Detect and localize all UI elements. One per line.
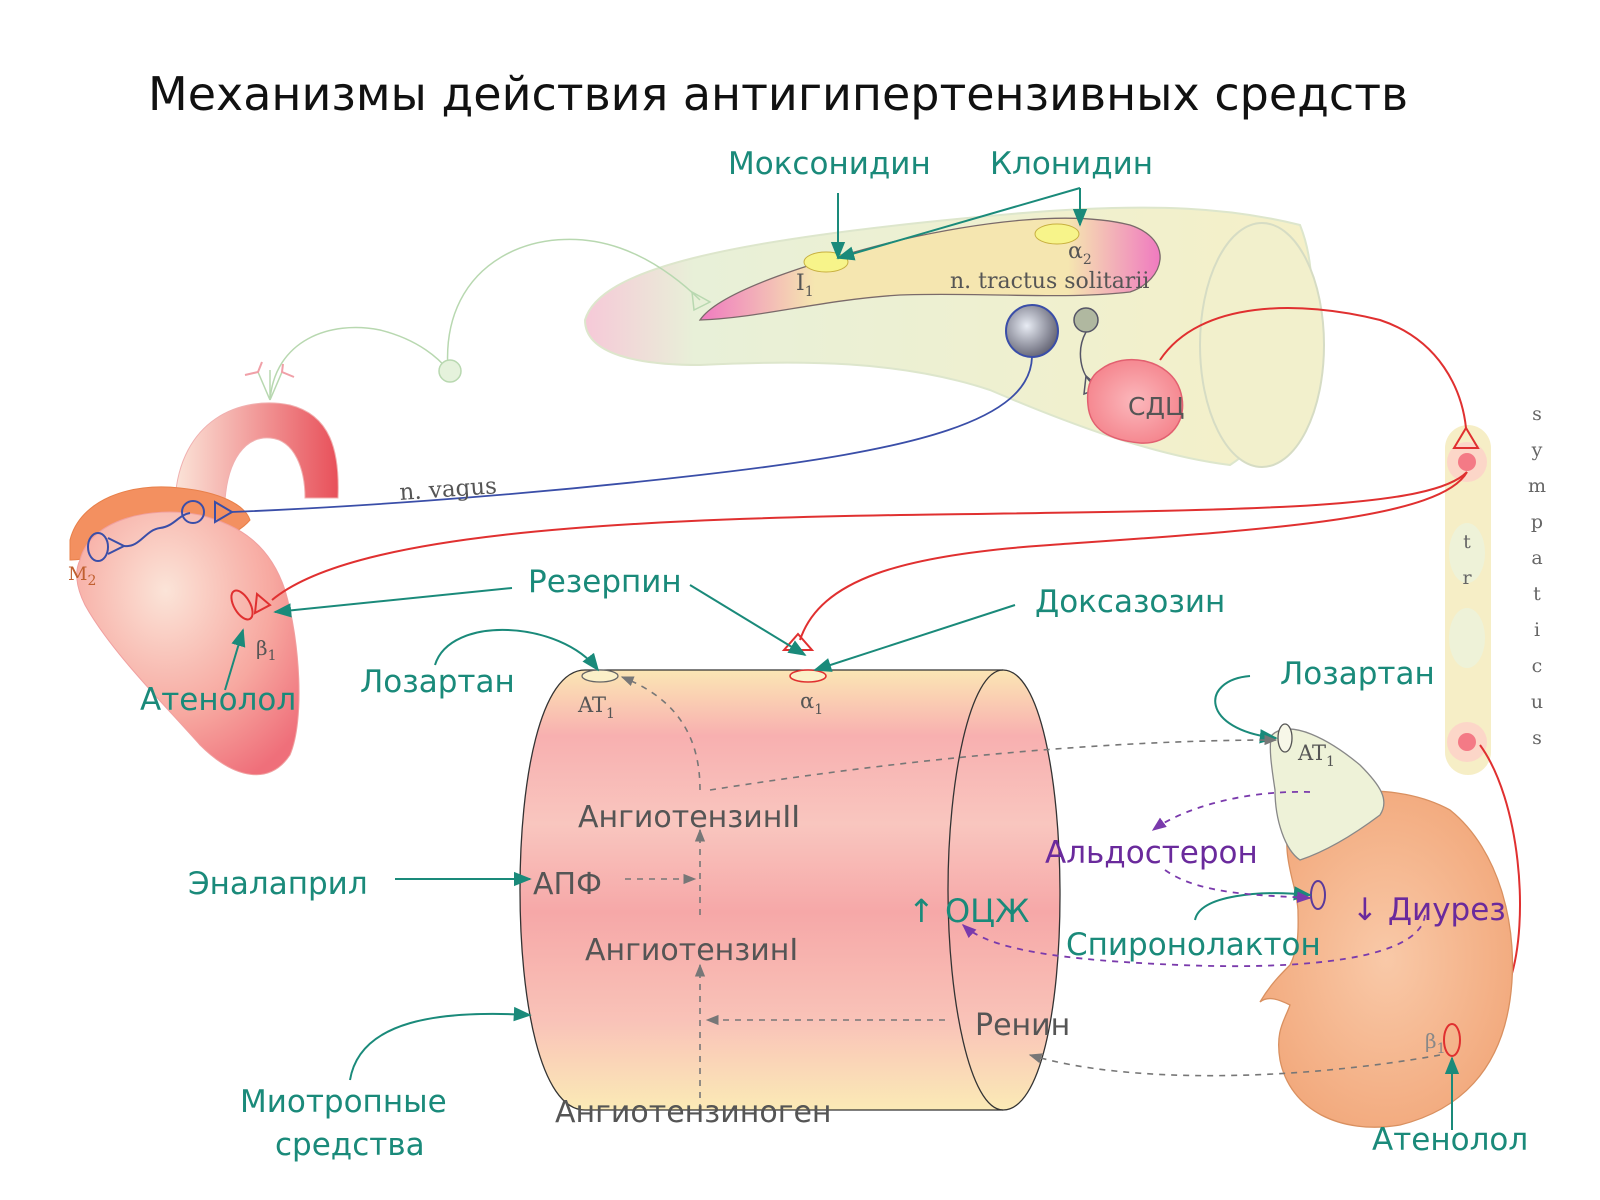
at1-adrenal-receptor <box>1277 723 1293 753</box>
ace-label: АПФ <box>533 867 602 902</box>
renin-label: Ренин <box>975 1008 1070 1043</box>
moxonidine-label: Моксонидин <box>728 146 931 182</box>
m2-receptor <box>87 532 109 562</box>
sympathicus-letter: a <box>1531 547 1542 569</box>
ocj-label: ↑ ОЦЖ <box>908 892 1029 930</box>
enalapril-label: Эналаприл <box>188 866 368 902</box>
sympathicus-letter: i <box>1534 619 1540 641</box>
sympathicus-letter: m <box>1528 475 1546 497</box>
alpha2-receptor <box>1034 223 1080 245</box>
alpha1-receptor <box>789 669 827 683</box>
atenolol-left-label: Атенолол <box>140 682 296 718</box>
angiotensinogen-label: Ангиотензиноген <box>555 1095 832 1130</box>
sympathicus-letter: c <box>1532 655 1543 677</box>
sympathicus-letter: y <box>1531 439 1543 461</box>
myotropic-label-line2: средства <box>275 1127 425 1163</box>
vagus-nucleus <box>1005 304 1059 358</box>
interneuron-body <box>1073 307 1099 333</box>
sympathetic-ganglion-upper <box>1458 453 1476 471</box>
beta1-heart-receptor <box>230 589 254 621</box>
brainstem <box>583 206 1325 468</box>
losartan-right-label: Лозартан <box>1280 656 1435 692</box>
beta1-kidney-label: β1 <box>1425 1029 1445 1057</box>
sympathetic-trunk <box>1445 425 1491 775</box>
angiotensin2-label: АнгиотензинII <box>578 800 800 835</box>
alpha1-label: α1 <box>800 689 823 718</box>
truncus-letter: t <box>1463 531 1471 553</box>
vagus-label: n. vagus <box>399 473 498 506</box>
afferent-ganglion <box>438 359 462 383</box>
sympathicus-letter: s <box>1532 727 1542 749</box>
m2-label: M2 <box>68 563 96 589</box>
sdc-sympathetic-fibre <box>1159 307 1467 429</box>
aldosterone-label: Альдостерон <box>1045 835 1258 871</box>
page-title: Механизмы действия антигипертензивных ср… <box>148 67 1408 121</box>
spironolactone-label: Спиронолактон <box>1066 927 1321 963</box>
vagus-nerve <box>231 356 1033 513</box>
sympathicus-letter: s <box>1532 403 1542 425</box>
losartan-left-label: Лозартан <box>360 664 515 700</box>
beta1-heart-label: β1 <box>256 636 276 664</box>
at1-vessel-label: AT1 <box>577 693 615 722</box>
heart <box>69 402 339 776</box>
myotropic-label-line1: Миотропные <box>240 1084 447 1120</box>
sympathetic-ganglion-lower <box>1458 733 1476 751</box>
diuresis-label: ↓ Диурез <box>1352 892 1506 928</box>
at1-adrenal-label: AT1 <box>1297 741 1335 770</box>
at1-vessel-receptor <box>581 669 619 683</box>
truncus-letter: r <box>1462 567 1472 589</box>
atenolol-right-label: Атенолол <box>1372 1122 1528 1158</box>
beta1-kidney-receptor <box>1443 1023 1461 1057</box>
vagal-ganglion <box>181 500 205 524</box>
aorta <box>174 402 339 501</box>
vasomotor-center <box>1086 358 1184 444</box>
i1-receptor <box>803 251 849 273</box>
i1-label: I1 <box>796 271 814 300</box>
sympathicus-letter: u <box>1531 691 1543 713</box>
alpha2-label: α2 <box>1068 239 1092 268</box>
sympathicus-letter: p <box>1531 511 1543 533</box>
angiotensin1-label: АнгиотензинI <box>585 933 798 968</box>
doxazosin-label: Доксазозин <box>1035 584 1225 620</box>
heart-sympathetic-fibre <box>271 471 1468 601</box>
truncus-label: tr <box>1462 531 1472 589</box>
adrenal-gland <box>1269 728 1385 861</box>
sdc-label: СДЦ <box>1128 392 1184 421</box>
clonidine-label: Клонидин <box>990 146 1153 182</box>
sympathicus-letter: t <box>1533 583 1541 605</box>
kidney-adrenal <box>1259 723 1514 1128</box>
nts-label: n. tractus solitarii <box>950 269 1149 294</box>
vessel-sympathetic-fibre <box>799 471 1468 641</box>
reserpine-label: Резерпин <box>528 564 682 600</box>
brainstem-section <box>1199 222 1325 468</box>
blood-vessel <box>519 669 1061 1111</box>
nucleus-tractus-solitarii <box>698 217 1161 321</box>
